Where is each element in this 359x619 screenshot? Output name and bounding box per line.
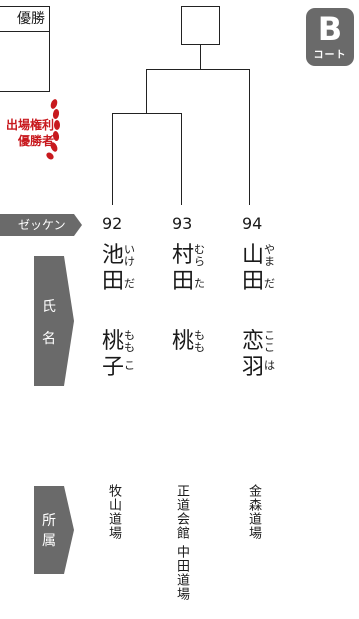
bracket-line <box>200 45 201 69</box>
given-ruby: もも <box>124 329 135 354</box>
surname-char: 田 <box>242 269 265 294</box>
bracket-line <box>146 69 250 70</box>
bracket-line <box>112 113 182 114</box>
name-tab-char-1: 氏 <box>42 299 56 315</box>
court-badge: B コート <box>306 8 354 66</box>
affiliation-tab-char-2: 属 <box>42 533 56 549</box>
qualification-line-2: 優勝者 <box>17 134 54 148</box>
given-ruby: もも <box>194 329 205 354</box>
bracket-line <box>181 113 182 205</box>
surname-char: 田 <box>172 269 195 294</box>
surname-ruby: いけ <box>124 243 135 268</box>
surname-ruby: た <box>194 277 205 290</box>
bracket-winner-slot-left <box>181 6 182 45</box>
given-char: 羽 <box>242 355 265 380</box>
bracket-line <box>146 69 147 113</box>
winner-label: 優勝 <box>0 7 49 32</box>
bracket-line <box>112 113 113 205</box>
given-char: 子 <box>102 355 125 380</box>
player-number: 92 <box>102 214 123 233</box>
bracket-winner-slot-bottom <box>181 44 220 45</box>
surname-ruby: だ <box>264 277 275 290</box>
name-tab: 氏 名 <box>34 256 74 386</box>
given-char: 桃 <box>172 329 195 354</box>
court-sub-label: コート <box>313 50 347 61</box>
surname-char: 山 <box>242 243 265 268</box>
qualification-line-1: 出場権利 <box>5 118 54 132</box>
winner-box: 優勝 <box>0 6 50 92</box>
surname-ruby: だ <box>124 277 135 290</box>
affiliation-tab: 所 属 <box>34 486 74 574</box>
court-letter: B <box>317 10 343 48</box>
given-ruby: は <box>264 359 275 372</box>
surname-char: 池 <box>102 243 125 268</box>
affiliation-text: 牧山道場 <box>106 484 121 540</box>
affiliation-text: 正道会館 中田道場 <box>174 484 189 602</box>
given-ruby: こ <box>124 359 135 372</box>
player-number: 93 <box>172 214 193 233</box>
zekken-label: ゼッケン <box>0 214 82 236</box>
bracket-line <box>249 69 250 205</box>
bracket-winner-slot-right <box>219 6 220 45</box>
qualification-laurel: 出場権利 優勝者 <box>0 98 62 162</box>
zekken-label-text: ゼッケン <box>18 218 66 232</box>
player-number: 94 <box>242 214 263 233</box>
bracket-winner-slot-top <box>181 6 220 7</box>
affiliation-text: 金森道場 <box>246 484 261 540</box>
given-ruby: ここ <box>264 329 275 354</box>
given-char: 恋 <box>242 329 265 354</box>
name-tab-char-2: 名 <box>42 331 56 347</box>
laurel-icon <box>46 99 60 160</box>
surname-ruby: やま <box>264 243 275 268</box>
surname-char: 田 <box>102 269 125 294</box>
surname-char: 村 <box>172 243 195 268</box>
given-char: 桃 <box>102 329 125 354</box>
affiliation-tab-char-1: 所 <box>42 513 56 529</box>
surname-ruby: むら <box>194 243 205 268</box>
